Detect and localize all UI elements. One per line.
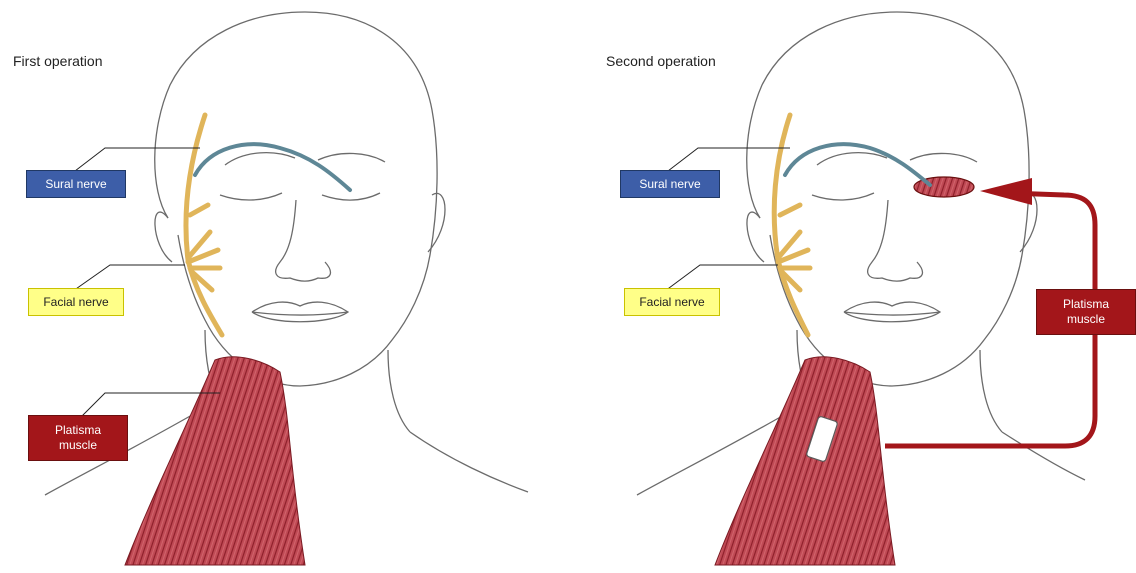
sural-nerve-label-text: Sural nerve	[45, 177, 106, 192]
sural-nerve-label-text: Sural nerve	[639, 177, 700, 192]
head-outline	[747, 12, 1029, 386]
platysma-muscle-right	[715, 357, 895, 565]
facial-nerve-label-text: Facial nerve	[43, 295, 108, 310]
facial-nerve-label-text: Facial nerve	[639, 295, 704, 310]
eye-left	[220, 193, 282, 200]
sural-nerve-graft-left	[195, 144, 350, 190]
second-operation-title: Second operation	[606, 53, 716, 69]
facial-nerve-label: Facial nerve	[624, 288, 720, 316]
brow-right	[318, 153, 385, 162]
eye-right	[322, 193, 380, 200]
lips	[844, 302, 940, 322]
platysma-label-line2: muscle	[1063, 312, 1109, 327]
platysma-muscle-label: Platisma muscle	[1036, 289, 1136, 335]
facial-nerve-label: Facial nerve	[28, 288, 124, 316]
sural-nerve-graft-right	[785, 144, 930, 185]
sural-nerve-label: Sural nerve	[620, 170, 720, 198]
ear-left	[747, 212, 764, 262]
shoulder-right	[1002, 432, 1085, 480]
platysma-muscle-label: Platisma muscle	[28, 415, 128, 461]
head-outline	[155, 12, 437, 386]
brow-left	[817, 153, 887, 165]
nose	[868, 200, 923, 281]
eye-left	[812, 193, 874, 200]
platysma-label-line1: Platisma	[1063, 297, 1109, 312]
platysma-muscle-left	[125, 357, 305, 565]
lips	[252, 302, 348, 322]
first-operation-title: First operation	[13, 53, 102, 69]
sural-nerve-label: Sural nerve	[26, 170, 126, 198]
shoulder-right	[410, 432, 528, 492]
brow-right	[910, 153, 977, 162]
neck-right	[388, 350, 410, 432]
brow-left	[225, 153, 295, 165]
platysma-label-line1: Platisma	[55, 423, 101, 438]
platysma-label-line2: muscle	[55, 438, 101, 453]
neck-right	[980, 350, 1002, 432]
nose	[276, 200, 331, 281]
ear-left	[155, 212, 172, 262]
transfer-arrowhead	[980, 178, 1032, 205]
